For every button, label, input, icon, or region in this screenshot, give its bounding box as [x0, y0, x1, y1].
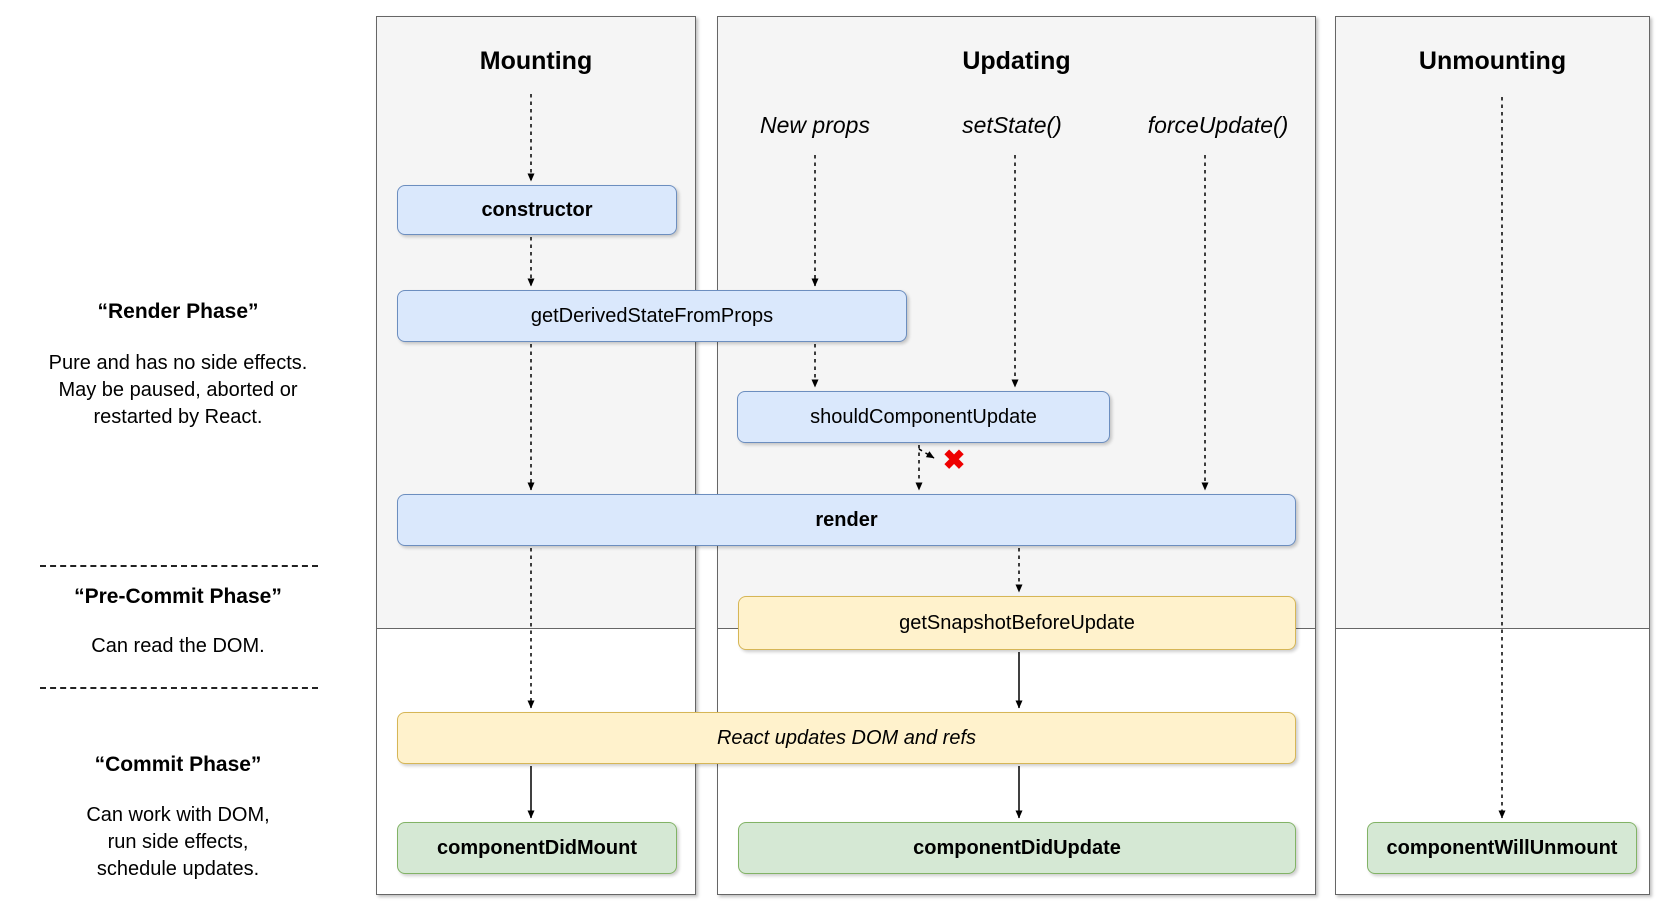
phase-pre-commit-description: Can read the DOM. — [91, 635, 265, 657]
no-update-x-icon: ✖ — [942, 444, 966, 475]
node-render: render — [397, 494, 1296, 546]
phase-divider-bottom — [40, 687, 318, 689]
phase-render-description: Pure and has no side effects. May be pau… — [48, 352, 308, 428]
node-get-derived-state-from-props: getDerivedStateFromProps — [397, 290, 907, 342]
node-get-snapshot-before-update: getSnapshotBeforeUpdate — [738, 596, 1296, 650]
column-updating-title: Updating — [962, 47, 1071, 75]
node-component-will-unmount: componentWillUnmount — [1367, 822, 1637, 874]
phase-commit-description: Can work with DOM, run side effects, sch… — [86, 804, 270, 880]
phase-commit: “Commit Phase” Can work with DOM, run si… — [0, 753, 356, 883]
phase-divider-top — [40, 565, 318, 567]
node-react-updates-dom: React updates DOM and refs — [397, 712, 1296, 764]
phase-render-title: “Render Phase” — [97, 300, 259, 323]
trigger-force-update: forceUpdate() — [1147, 112, 1289, 138]
node-constructor: constructor — [397, 185, 677, 235]
node-should-component-update: shouldComponentUpdate — [737, 391, 1110, 443]
column-unmounting-title: Unmounting — [1418, 47, 1567, 75]
trigger-new-props: New props — [760, 112, 870, 138]
phase-render: “Render Phase” Pure and has no side effe… — [0, 300, 356, 431]
node-component-did-update: componentDidUpdate — [738, 822, 1296, 874]
phase-pre-commit-title: “Pre-Commit Phase” — [74, 585, 282, 608]
phase-commit-title: “Commit Phase” — [94, 753, 262, 776]
trigger-set-state: setState() — [962, 112, 1062, 138]
phase-pre-commit: “Pre-Commit Phase” Can read the DOM. — [0, 585, 356, 660]
render-phase-band-unmounting — [1336, 17, 1649, 629]
column-unmounting: Unmounting — [1335, 16, 1650, 895]
node-component-did-mount: componentDidMount — [397, 822, 677, 874]
column-mounting-title: Mounting — [479, 47, 593, 75]
